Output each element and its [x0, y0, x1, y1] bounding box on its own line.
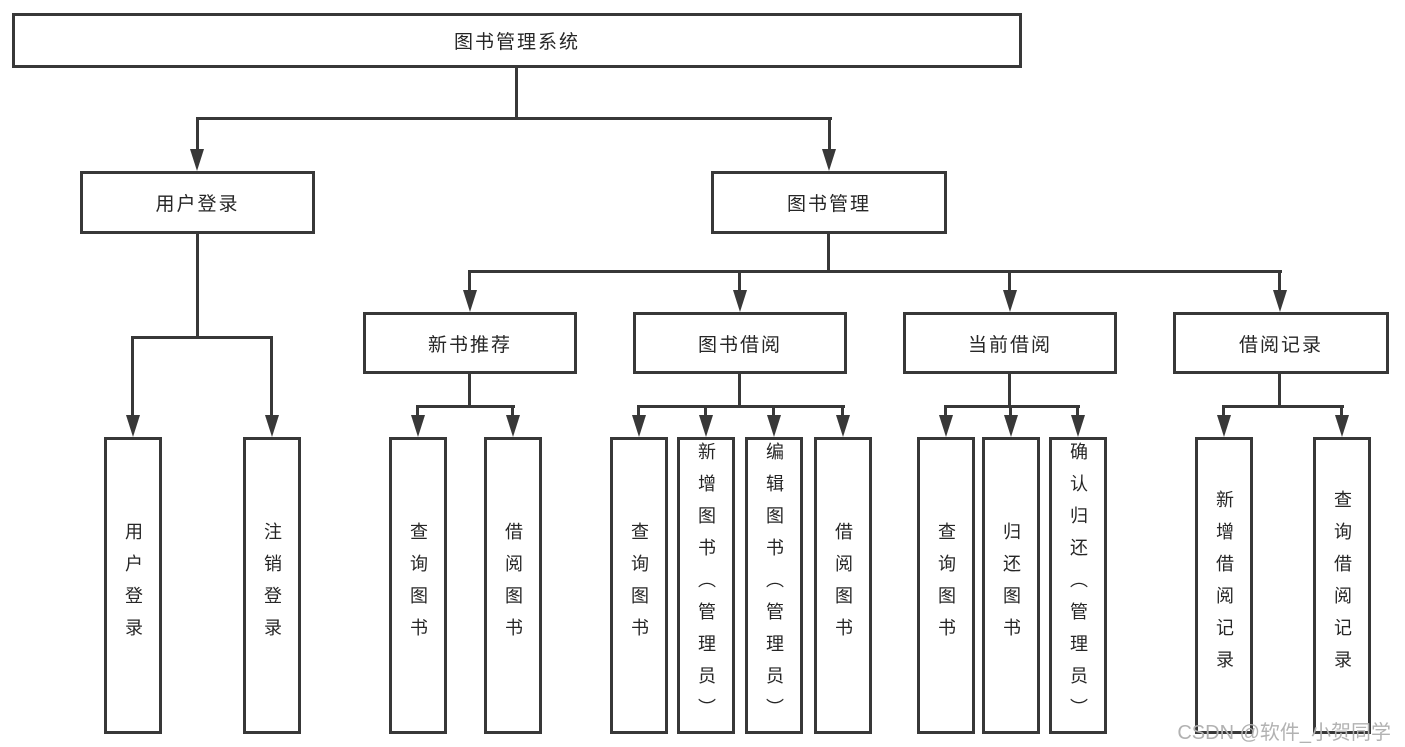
arrow-down-icon — [1004, 415, 1018, 437]
connector-leaf-drop — [511, 405, 514, 417]
arrow-down-icon — [411, 415, 425, 437]
node-library-system: 图书管理系统 — [12, 13, 1022, 68]
arrow-down-icon — [265, 415, 279, 437]
node-borrowing-records-label: 借阅记录 — [1238, 334, 1323, 356]
node-current-borrowing-label: 当前借阅 — [967, 334, 1052, 356]
connector-drop-user-login — [196, 117, 199, 150]
connector-leaf-drop — [1340, 405, 1343, 417]
csdn-watermark: CSDN @软件_小贺同学 — [1177, 722, 1391, 744]
connector-drop-leaf-logout — [270, 336, 273, 417]
connector-current-borrowing-branch — [944, 405, 1080, 408]
arrow-down-icon — [126, 415, 140, 437]
arrow-down-icon — [1003, 290, 1017, 312]
leaf-confirm-return-admin: 确认归还（管理员） — [1049, 437, 1107, 734]
connector-book-management-stem — [827, 234, 830, 272]
connector-leaf-drop — [1076, 405, 1079, 417]
leaf-return-book: 归还图书 — [982, 437, 1040, 734]
connector-drop-current-borrowing — [1008, 270, 1011, 292]
leaf-edit-book-admin: 编辑图书（管理员） — [745, 437, 803, 734]
leaf-query-books-current-label: 查询图书 — [936, 521, 956, 650]
connector-leaf-drop — [1222, 405, 1225, 417]
leaf-add-borrow-record: 新增借阅记录 — [1195, 437, 1253, 734]
arrow-down-icon — [699, 415, 713, 437]
leaf-confirm-return-admin-label: 确认归还（管理员） — [1068, 441, 1088, 730]
arrow-down-icon — [836, 415, 850, 437]
connector-book-borrowing-branch — [637, 405, 845, 408]
connector-leaf-drop — [772, 405, 775, 417]
connector-root-branch — [196, 117, 832, 120]
connector-user-login-stem — [196, 234, 199, 338]
connector-new-book-branch — [416, 405, 515, 408]
leaf-query-books-recommend: 查询图书 — [389, 437, 447, 734]
leaf-logout: 注销登录 — [243, 437, 301, 734]
node-user-login-label: 用户登录 — [155, 194, 240, 215]
node-borrowing-records: 借阅记录 — [1173, 312, 1389, 374]
connector-drop-leaf-user-login — [131, 336, 134, 417]
leaf-user-login: 用户登录 — [104, 437, 162, 734]
node-book-management-label: 图书管理 — [786, 194, 871, 215]
node-library-system-label: 图书管理系统 — [453, 32, 580, 53]
leaf-borrow-book: 借阅图书 — [814, 437, 872, 734]
node-book-management: 图书管理 — [711, 171, 947, 234]
leaf-borrow-book-recommend-label: 借阅图书 — [503, 521, 523, 650]
leaf-user-login-label: 用户登录 — [123, 521, 143, 650]
leaf-logout-label: 注销登录 — [262, 521, 282, 650]
node-book-borrowing: 图书借阅 — [633, 312, 847, 374]
connector-leaf-drop — [944, 405, 947, 417]
connector-leaf-drop — [704, 405, 707, 417]
connector-current-borrowing-stem — [1008, 374, 1011, 407]
connector-drop-book-management — [828, 117, 831, 150]
arrow-down-icon — [822, 149, 836, 171]
node-user-login: 用户登录 — [80, 171, 315, 234]
connector-root-stem — [515, 68, 518, 119]
leaf-query-books-borrow-label: 查询图书 — [629, 521, 649, 650]
connector-level3-branch — [468, 270, 1282, 273]
arrow-down-icon — [1273, 290, 1287, 312]
node-new-book-recommendation-label: 新书推荐 — [427, 334, 512, 356]
leaf-borrow-book-recommend: 借阅图书 — [484, 437, 542, 734]
node-current-borrowing: 当前借阅 — [903, 312, 1117, 374]
arrow-down-icon — [767, 415, 781, 437]
leaf-query-books-current: 查询图书 — [917, 437, 975, 734]
arrow-down-icon — [1335, 415, 1349, 437]
arrow-down-icon — [939, 415, 953, 437]
connector-leaf-drop — [637, 405, 640, 417]
connector-book-borrowing-stem — [738, 374, 741, 407]
leaf-add-book-admin-label: 新增图书（管理员） — [696, 441, 716, 730]
node-new-book-recommendation: 新书推荐 — [363, 312, 577, 374]
leaf-query-books-borrow: 查询图书 — [610, 437, 668, 734]
connector-drop-borrowing-records — [1278, 270, 1281, 292]
leaf-add-book-admin: 新增图书（管理员） — [677, 437, 735, 734]
node-book-borrowing-label: 图书借阅 — [697, 334, 782, 356]
connector-leaf-drop — [1009, 405, 1012, 417]
leaf-query-borrow-record: 查询借阅记录 — [1313, 437, 1371, 734]
leaf-add-borrow-record-label: 新增借阅记录 — [1214, 489, 1234, 682]
arrow-down-icon — [632, 415, 646, 437]
arrow-down-icon — [506, 415, 520, 437]
arrow-down-icon — [733, 290, 747, 312]
arrow-down-icon — [1071, 415, 1085, 437]
leaf-return-book-label: 归还图书 — [1001, 521, 1021, 650]
connector-leaf-drop — [416, 405, 419, 417]
leaf-query-borrow-record-label: 查询借阅记录 — [1332, 489, 1352, 682]
connector-leaf-drop — [841, 405, 844, 417]
connector-user-login-branch — [131, 336, 273, 339]
connector-borrowing-records-branch — [1222, 405, 1344, 408]
leaf-borrow-book-label: 借阅图书 — [833, 521, 853, 650]
connector-new-book-stem — [468, 374, 471, 407]
leaf-edit-book-admin-label: 编辑图书（管理员） — [764, 441, 784, 730]
arrow-down-icon — [1217, 415, 1231, 437]
leaf-query-books-recommend-label: 查询图书 — [408, 521, 428, 650]
connector-drop-book-borrowing — [738, 270, 741, 292]
arrow-down-icon — [190, 149, 204, 171]
arrow-down-icon — [463, 290, 477, 312]
connector-drop-new-book — [468, 270, 471, 292]
connector-borrowing-records-stem — [1278, 374, 1281, 407]
